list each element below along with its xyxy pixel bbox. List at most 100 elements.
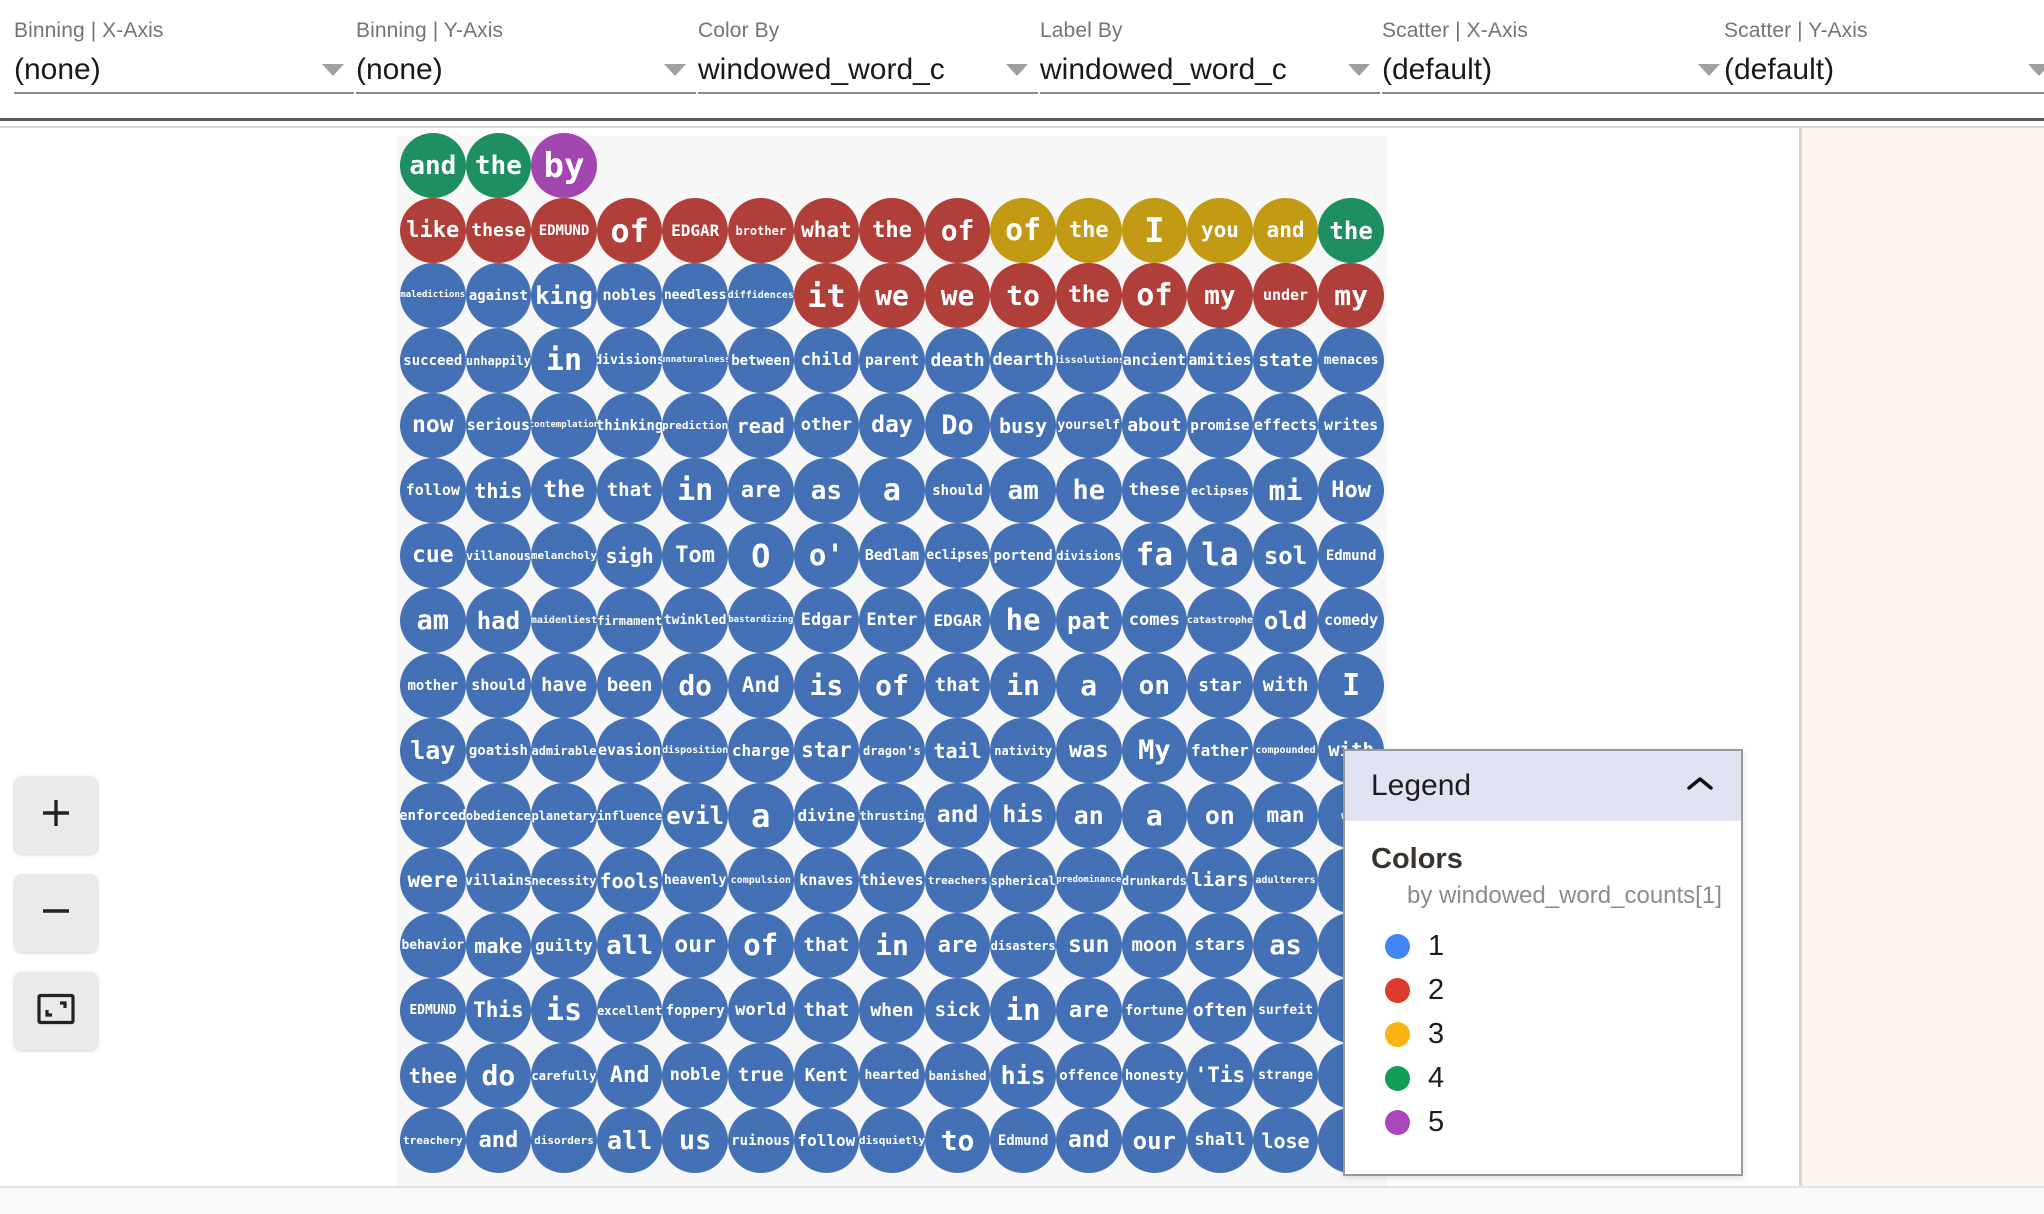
bubble[interactable]: necessity [531, 848, 597, 913]
label-by-select[interactable]: windowed_word_c [1040, 48, 1380, 94]
bubble[interactable]: his [990, 1043, 1056, 1108]
bubble[interactable]: state [1252, 328, 1319, 393]
bubble[interactable]: compulsion [727, 848, 794, 913]
bubble[interactable]: EDMUND [531, 198, 597, 263]
bubble[interactable]: drunkards [1121, 848, 1188, 913]
bubble[interactable]: like [400, 198, 466, 263]
bubble[interactable]: is [793, 653, 860, 718]
bubble[interactable]: O [727, 523, 794, 588]
bubble[interactable]: father [1187, 718, 1253, 783]
bubble[interactable]: EDGAR [924, 588, 991, 653]
bubble[interactable]: excellent [596, 978, 663, 1043]
bubble[interactable]: death [924, 328, 991, 393]
bubble[interactable]: these [465, 198, 532, 263]
bubble[interactable]: Kent [793, 1043, 860, 1108]
bubble[interactable]: eclipses [924, 523, 991, 588]
chevron-down-icon[interactable] [1348, 64, 1370, 76]
bubble[interactable]: maledictions [400, 263, 466, 328]
zoom-in-button[interactable] [14, 776, 98, 854]
bubble[interactable]: mother [400, 653, 466, 718]
bubble[interactable]: dearth [990, 328, 1056, 393]
bubble[interactable]: dragon's [859, 718, 925, 783]
bubble[interactable]: catastrophe [1187, 588, 1253, 653]
bubble[interactable]: other [793, 393, 860, 458]
bubble[interactable]: unnaturalness [662, 328, 728, 393]
bubble[interactable]: fa [1121, 523, 1188, 588]
bubble[interactable]: fortune [1121, 978, 1188, 1043]
chevron-down-icon[interactable] [322, 64, 344, 76]
bubble[interactable]: admirable [531, 718, 597, 783]
bubble[interactable]: comedy [1318, 588, 1384, 653]
bubble[interactable]: melancholy [531, 523, 597, 588]
bubble[interactable]: us [662, 1108, 728, 1173]
bubble[interactable]: disposition [662, 718, 728, 783]
fit-to-screen-button[interactable] [14, 972, 98, 1050]
bubble[interactable]: the [859, 198, 925, 263]
bubble[interactable]: on [1121, 653, 1188, 718]
bubble[interactable]: been [596, 653, 663, 718]
bubble[interactable]: evasion [596, 718, 663, 783]
bubble[interactable]: disasters [990, 913, 1056, 978]
bubble[interactable]: divisions [1055, 523, 1122, 588]
bubble[interactable]: am [990, 458, 1056, 523]
bubble[interactable]: he [1055, 458, 1122, 523]
bubble[interactable]: dissolutions [1055, 328, 1122, 393]
bubble[interactable]: comes [1121, 588, 1188, 653]
bubble[interactable]: serious [465, 393, 532, 458]
bubble[interactable]: hearted [859, 1043, 925, 1108]
legend-item-1[interactable]: 1 [1371, 924, 1715, 968]
bubble[interactable]: are [727, 458, 794, 523]
bubble[interactable]: the [1055, 263, 1122, 328]
bubble[interactable]: do [662, 653, 728, 718]
legend-item-5[interactable]: 5 [1371, 1100, 1715, 1144]
bubble[interactable]: about [1121, 393, 1188, 458]
bubble[interactable]: liars [1187, 848, 1253, 913]
bubble[interactable]: compounded [1252, 718, 1319, 783]
bubble[interactable]: effects [1252, 393, 1319, 458]
bubble[interactable]: goatish [465, 718, 532, 783]
bubble[interactable]: knaves [793, 848, 860, 913]
bubble[interactable]: thieves [859, 848, 925, 913]
bubble[interactable]: all [596, 913, 663, 978]
bubble[interactable]: should [465, 653, 532, 718]
legend-item-4[interactable]: 4 [1371, 1056, 1715, 1100]
bubble[interactable]: honesty [1121, 1043, 1188, 1108]
bubble[interactable]: under [1252, 263, 1319, 328]
bubble[interactable]: the [1318, 198, 1384, 263]
bubble[interactable]: follow [793, 1108, 860, 1173]
bubble[interactable]: succeed [400, 328, 466, 393]
bubble[interactable]: a [1121, 783, 1188, 848]
bubble[interactable]: you [1187, 198, 1253, 263]
bubble[interactable]: How [1318, 458, 1384, 523]
bubble[interactable]: he [990, 588, 1056, 653]
bubble[interactable]: nativity [990, 718, 1056, 783]
bubble[interactable]: This [465, 978, 532, 1043]
bubble[interactable]: are [924, 913, 991, 978]
bubble[interactable]: had [465, 588, 532, 653]
bubble[interactable]: lose [1252, 1108, 1319, 1173]
chevron-up-icon[interactable] [1685, 774, 1715, 799]
bubble[interactable]: world [727, 978, 794, 1043]
bubble[interactable]: Edgar [793, 588, 860, 653]
bubble[interactable]: mi [1252, 458, 1319, 523]
bubble[interactable]: EDGAR [662, 198, 728, 263]
bubble[interactable]: we [924, 263, 991, 328]
bubble[interactable]: what [793, 198, 860, 263]
bubble[interactable]: and [465, 1108, 532, 1173]
bubble[interactable]: disquietly [859, 1108, 925, 1173]
bubble[interactable]: have [531, 653, 597, 718]
bubble[interactable]: often [1187, 978, 1253, 1043]
bubble[interactable]: behavior [400, 913, 466, 978]
binning-x-axis-select[interactable]: (none) [14, 48, 354, 94]
bubble[interactable]: thinking [596, 393, 663, 458]
bubble[interactable]: Edmund [1318, 523, 1384, 588]
bubble[interactable]: read [727, 393, 794, 458]
bubble[interactable]: of [859, 653, 925, 718]
bubble[interactable]: villanous [465, 523, 532, 588]
bubble[interactable]: a [727, 783, 794, 848]
bubble[interactable]: treachery [400, 1108, 466, 1173]
legend-header[interactable]: Legend [1345, 751, 1741, 821]
bubble[interactable]: our [1121, 1108, 1188, 1173]
bubble[interactable]: busy [990, 393, 1056, 458]
bubble[interactable]: twinkled [662, 588, 728, 653]
